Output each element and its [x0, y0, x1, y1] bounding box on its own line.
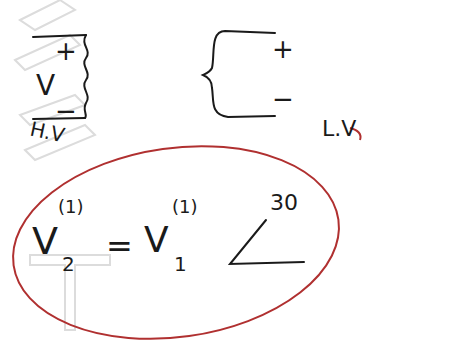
handwritten-label: V: [36, 72, 55, 100]
ellipse-outline: [8, 140, 344, 345]
handwritten-label: +: [272, 36, 294, 62]
handwritten-label: +: [55, 38, 77, 64]
watermark: [15, 0, 110, 330]
equation-ellipse: V2(1)=V1(1)30: [8, 140, 344, 345]
equation-term: V: [32, 222, 58, 260]
equation-term: =: [106, 230, 133, 262]
equation-term: 2: [62, 254, 75, 274]
equation-term: 30: [270, 192, 298, 214]
equation-term: 1: [174, 254, 187, 274]
handwritten-label: L.V: [322, 118, 356, 140]
handwritten-label: −: [272, 86, 294, 112]
winding-right: [203, 31, 275, 117]
equation-term: (1): [58, 198, 84, 216]
equation-term: V: [144, 222, 169, 258]
equation-term: (1): [172, 198, 198, 216]
handwritten-label: −: [55, 98, 77, 124]
angle-symbol: [230, 220, 304, 264]
handwritten-label: H.V: [28, 119, 66, 146]
